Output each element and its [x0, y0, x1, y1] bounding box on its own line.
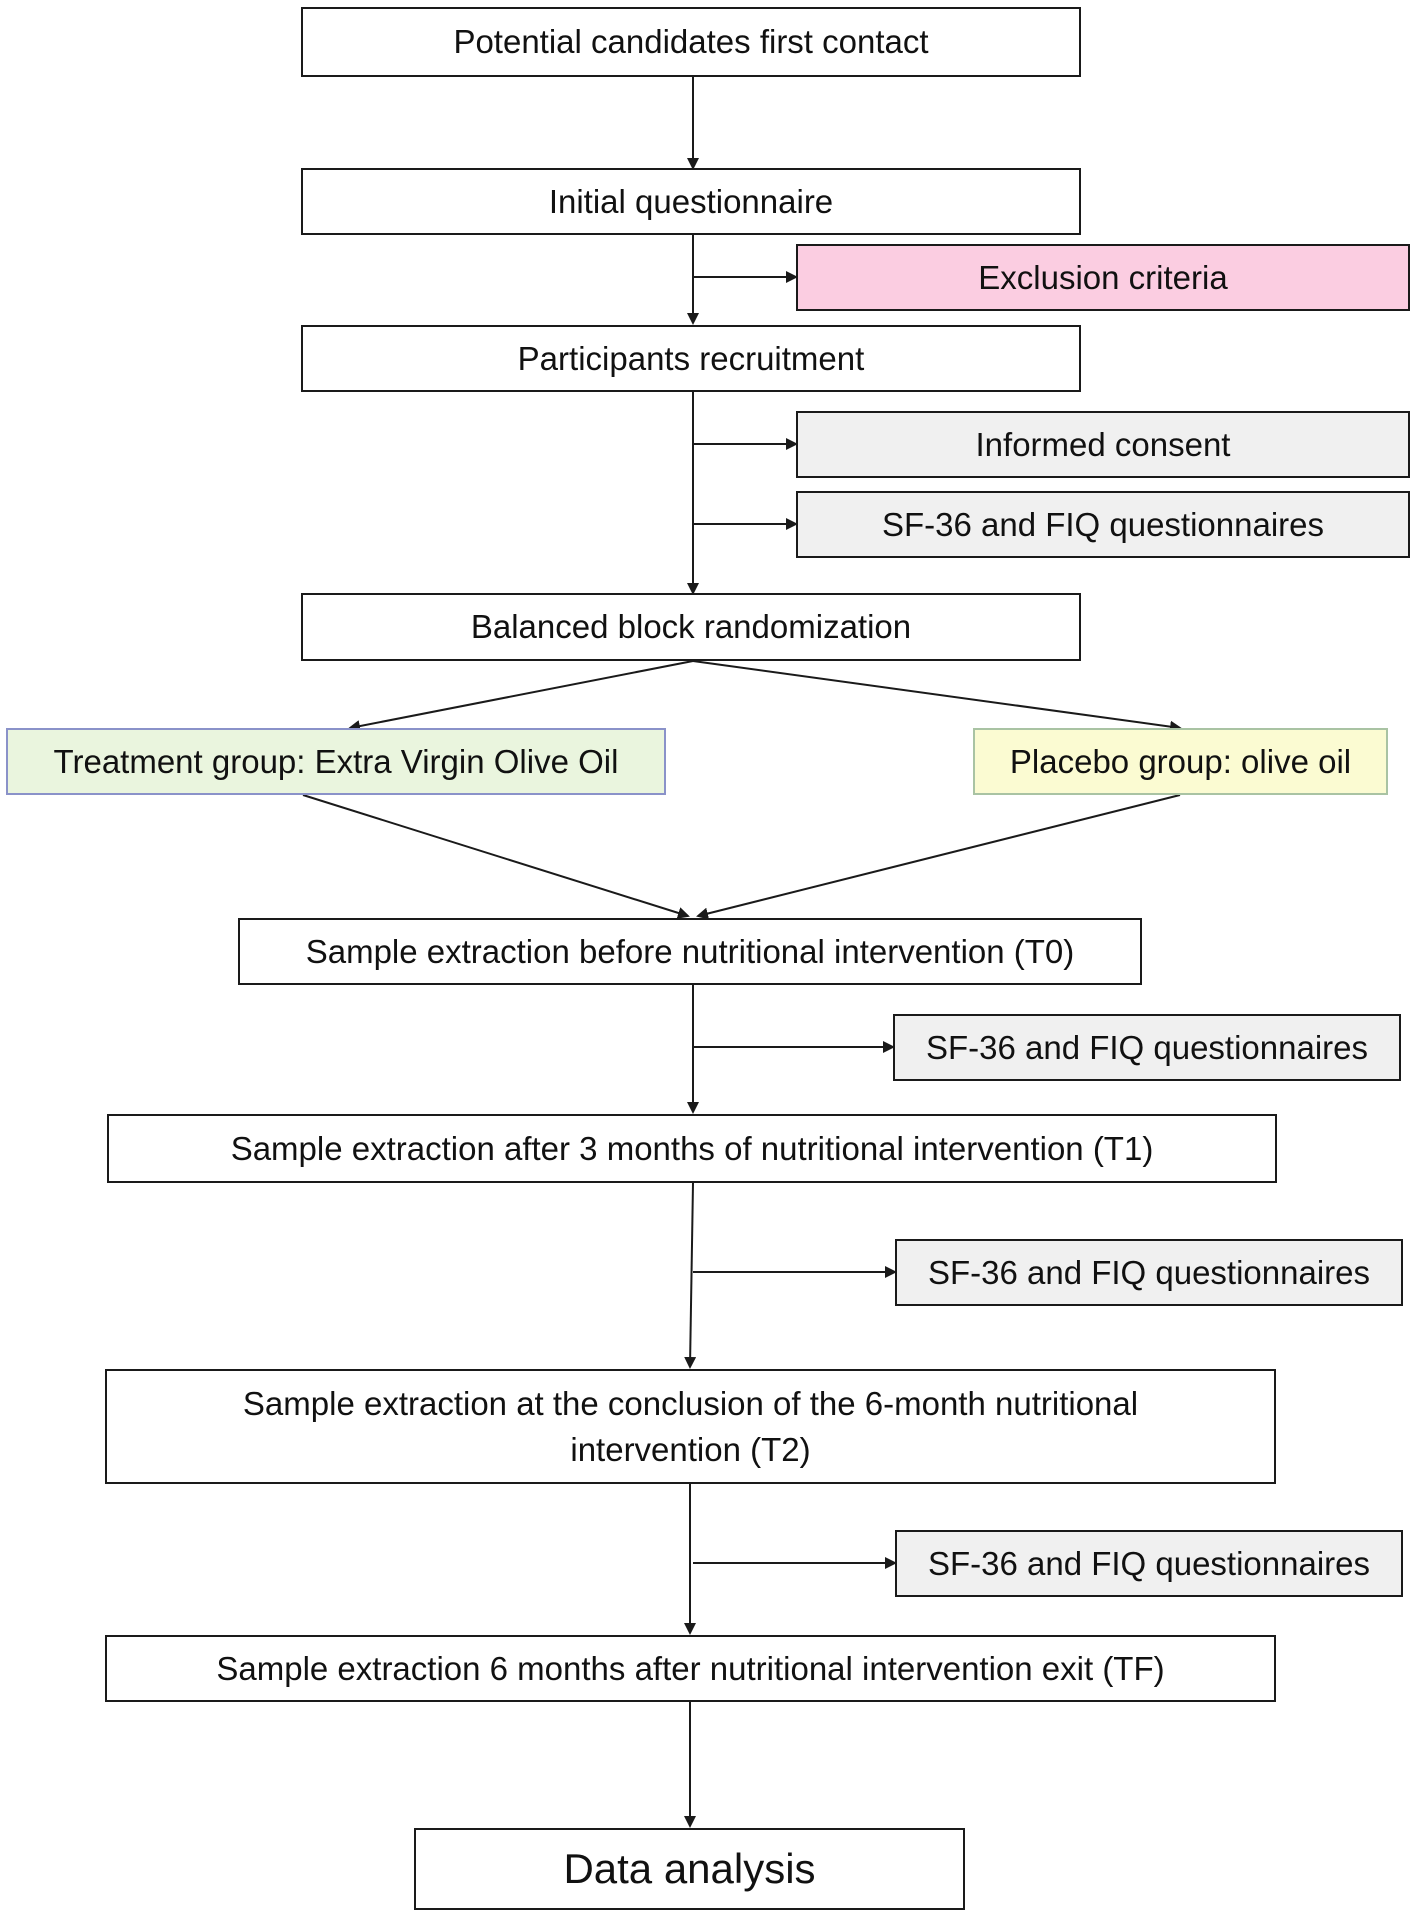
questionnaires-box-4: SF-36 and FIQ questionnaires — [895, 1530, 1403, 1597]
sample-t2-box: Sample extraction at the conclusion of t… — [105, 1369, 1276, 1484]
sample-tf-box: Sample extraction 6 months after nutriti… — [105, 1635, 1276, 1702]
sample-t1-box: Sample extraction after 3 months of nutr… — [107, 1114, 1277, 1183]
informed-consent-box: Informed consent — [796, 411, 1410, 478]
arrow-randomization-to-treatment — [348, 660, 694, 732]
arrow-t1-to-t2 — [684, 1182, 697, 1369]
arrow-treatment-to-t0 — [302, 794, 690, 919]
placebo-group-box: Placebo group: olive oil — [973, 728, 1388, 795]
arrow-placebo-to-t0 — [696, 794, 1181, 920]
exclusion-criteria-box: Exclusion criteria — [796, 244, 1410, 311]
questionnaires-box-2: SF-36 and FIQ questionnaires — [893, 1014, 1401, 1081]
treatment-group-box: Treatment group: Extra Virgin Olive Oil — [6, 728, 666, 795]
sample-t0-box: Sample extraction before nutritional int… — [238, 918, 1142, 985]
initial-questionnaire-box: Initial questionnaire — [301, 168, 1081, 235]
first-contact-box: Potential candidates first contact — [301, 7, 1081, 77]
sample-t2-label: Sample extraction at the conclusion of t… — [242, 1384, 1139, 1468]
questionnaires-box-3: SF-36 and FIQ questionnaires — [895, 1239, 1403, 1306]
randomization-box: Balanced block randomization — [301, 593, 1081, 661]
questionnaires-box-1: SF-36 and FIQ questionnaires — [796, 491, 1410, 558]
participants-recruitment-box: Participants recruitment — [301, 325, 1081, 392]
arrow-randomization-to-placebo — [692, 660, 1182, 733]
data-analysis-box: Data analysis — [414, 1828, 965, 1910]
